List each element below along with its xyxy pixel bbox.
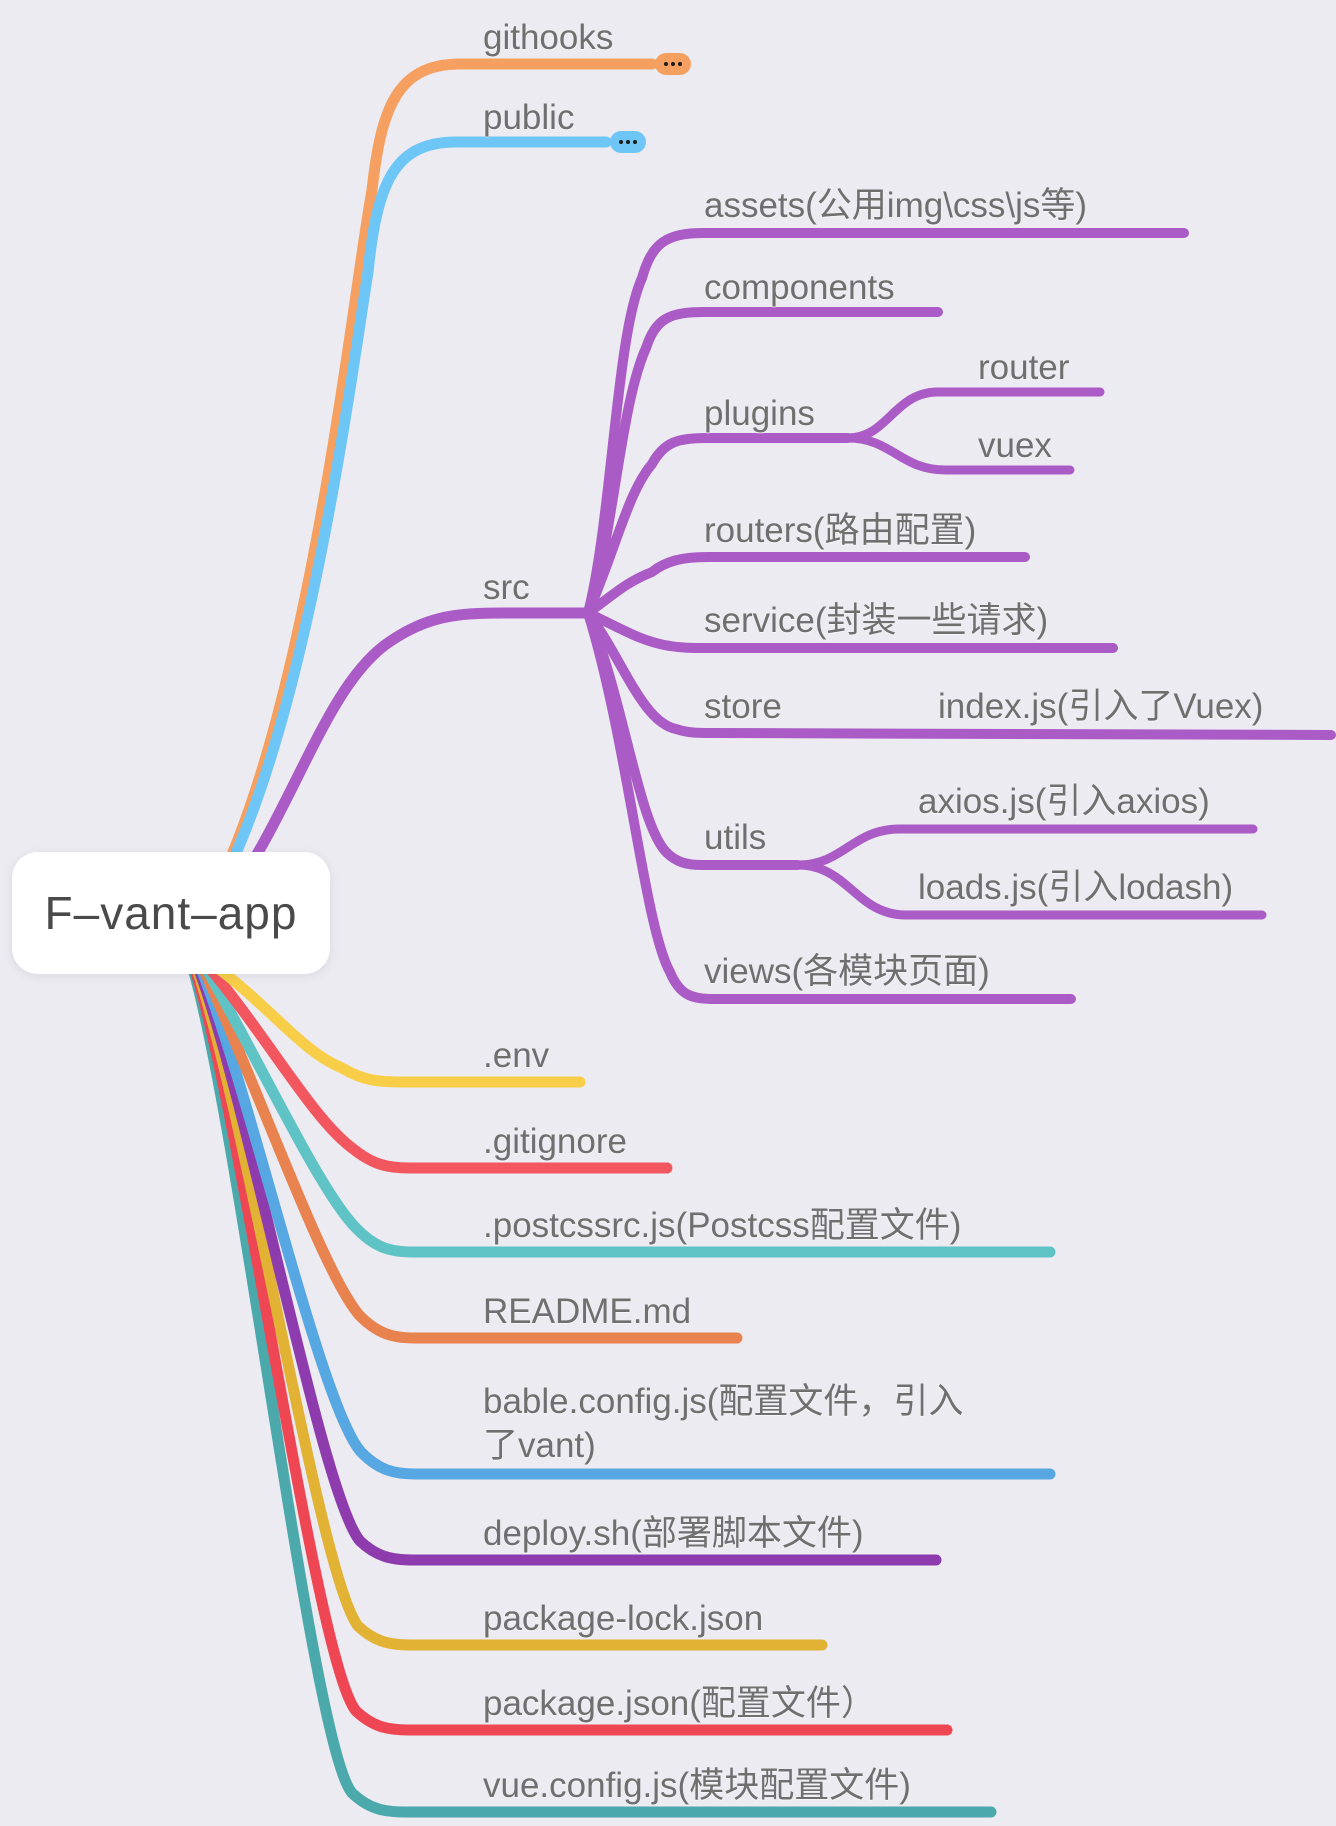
- branch-line-loads: [793, 860, 1267, 920]
- branch-line-package-lock: [192, 966, 828, 1651]
- dot: [664, 62, 668, 66]
- node-utils[interactable]: utils: [704, 818, 767, 857]
- node-axios-js[interactable]: axios.js(引入axios): [918, 782, 1210, 821]
- root-node-label: F–vant–app: [44, 887, 298, 939]
- branch-line-store-index: [583, 608, 1336, 740]
- node-assets[interactable]: assets(公用img\css\js等): [704, 186, 1088, 225]
- branch-line-githooks: [208, 58, 658, 900]
- node-loads-js[interactable]: loads.js(引入lodash): [918, 868, 1234, 907]
- branch-line-views: [583, 608, 1076, 1004]
- node-bable-config[interactable]: bable.config.js(配置文件，引入了vant): [483, 1382, 964, 1465]
- node-githooks[interactable]: githooks: [483, 18, 614, 57]
- node-service[interactable]: service(封装一些请求): [704, 601, 1049, 640]
- node-package-json[interactable]: package.json(配置文件）: [483, 1684, 876, 1723]
- branch-line-src: [222, 607, 594, 906]
- node-router[interactable]: router: [978, 348, 1070, 387]
- node-vue-config[interactable]: vue.config.js(模块配置文件): [483, 1766, 911, 1805]
- node-env[interactable]: .env: [483, 1036, 550, 1075]
- node-public[interactable]: public: [483, 98, 575, 137]
- branch-line-package-json: [190, 966, 953, 1736]
- node-readme[interactable]: README.md: [483, 1292, 692, 1331]
- branch-line-router: [843, 387, 1105, 443]
- collapse-indicator-icon-public[interactable]: [610, 131, 646, 153]
- node-vuex[interactable]: vuex: [978, 426, 1052, 465]
- node-views[interactable]: views(各模块页面): [704, 952, 990, 991]
- dot: [626, 140, 630, 144]
- node-routers[interactable]: routers(路由配置): [704, 511, 977, 550]
- branch-line-components: [583, 307, 943, 618]
- node-src[interactable]: src: [483, 568, 530, 607]
- node-postcssrc[interactable]: .postcssrc.js(Postcss配置文件): [483, 1206, 962, 1245]
- dot: [633, 140, 637, 144]
- branch-line-deploy: [194, 966, 942, 1566]
- node-package-lock[interactable]: package-lock.json: [483, 1599, 764, 1638]
- branch-line-gitignore: [202, 960, 673, 1174]
- dot: [678, 62, 682, 66]
- branch-line-vuex: [843, 433, 1075, 475]
- branch-line-env: [204, 956, 586, 1088]
- root-node[interactable]: F–vant–app: [12, 852, 330, 974]
- dot: [619, 140, 623, 144]
- branch-line-plugins: [583, 433, 853, 618]
- dot: [671, 62, 675, 66]
- collapse-indicator-icon-githooks[interactable]: [655, 53, 691, 75]
- node-plugins[interactable]: plugins: [704, 394, 815, 433]
- branch-line-bable-config: [196, 965, 1056, 1480]
- node-store[interactable]: store: [704, 687, 782, 726]
- branch-line-service: [583, 608, 1118, 653]
- node-gitignore[interactable]: .gitignore: [483, 1122, 627, 1161]
- node-index-js[interactable]: index.js(引入了Vuex): [938, 687, 1264, 726]
- branch-line-postcssrc: [200, 962, 1056, 1258]
- branch-line-routers: [583, 552, 1030, 618]
- node-components[interactable]: components: [704, 268, 895, 307]
- branch-line-readme: [198, 964, 743, 1344]
- branch-line-axios: [793, 824, 1258, 870]
- node-deploy[interactable]: deploy.sh(部署脚本文件): [483, 1514, 864, 1553]
- branch-line-public: [208, 136, 612, 904]
